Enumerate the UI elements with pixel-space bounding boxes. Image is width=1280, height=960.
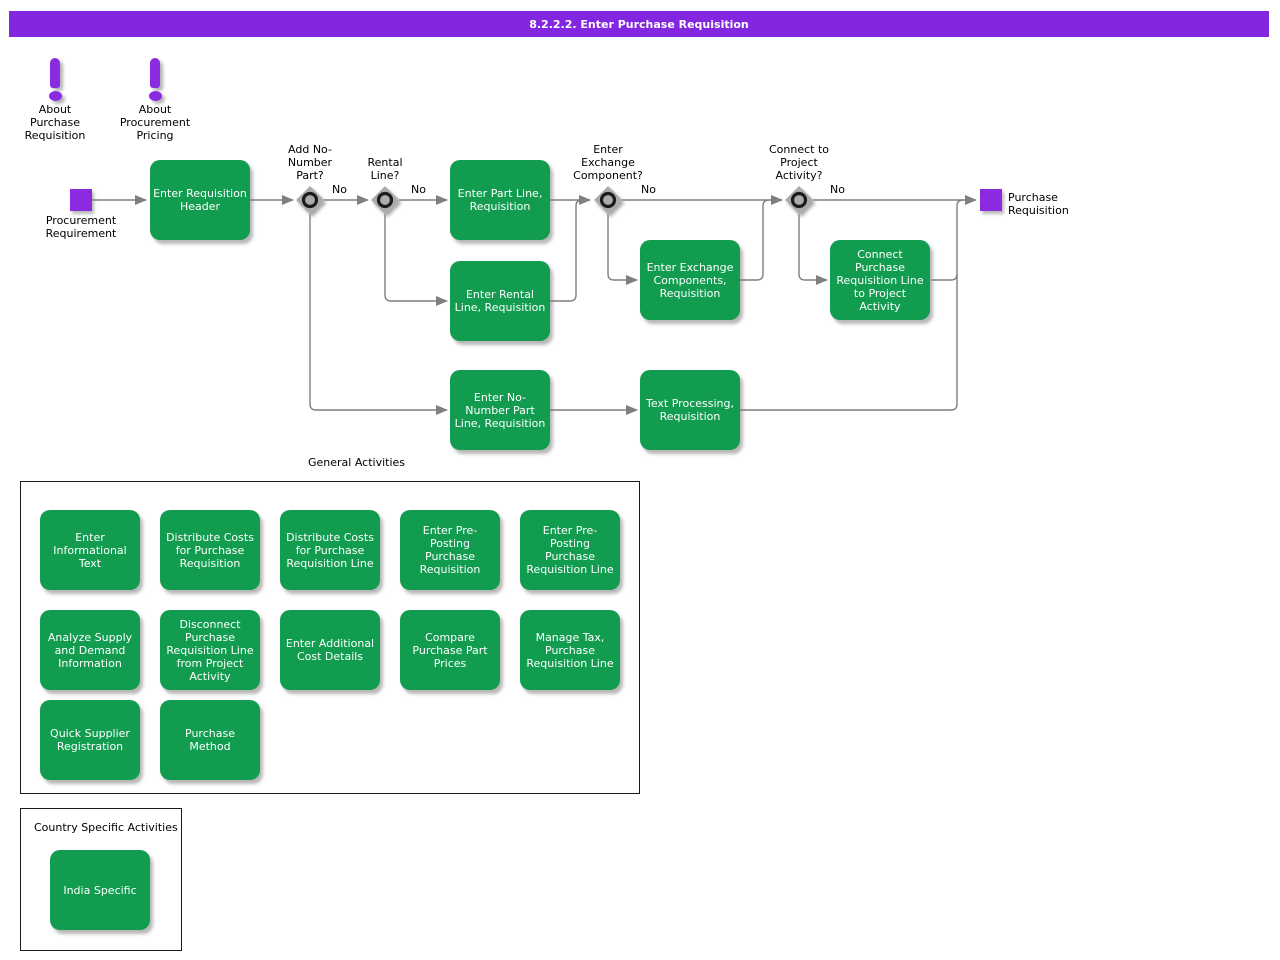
task-enter-additional-cost-details[interactable]: Enter Additional Cost Details bbox=[280, 610, 380, 690]
note-label: About Purchase Requisition bbox=[24, 103, 86, 142]
start-event-label: Procurement Requirement bbox=[45, 214, 117, 240]
task-disconnect-purchase-requisition-line-from-project-activity[interactable]: Disconnect Purchase Requisition Line fro… bbox=[160, 610, 260, 690]
decision-label-enter-exchange-component: Enter Exchange Component? bbox=[573, 143, 643, 182]
decision-gateway-enter-exchange-component bbox=[594, 186, 622, 214]
branch-label-no: No bbox=[641, 183, 656, 196]
note-label: About Procurement Pricing bbox=[119, 103, 191, 142]
task-distribute-costs-for-purchase-requisition[interactable]: Distribute Costs for Purchase Requisitio… bbox=[160, 510, 260, 590]
decision-label-connect-to-project-activity: Connect to Project Activity? bbox=[768, 143, 830, 182]
task-enter-part-line-requisition[interactable]: Enter Part Line, Requisition bbox=[450, 160, 550, 240]
decision-label-rental-line: Rental Line? bbox=[367, 156, 403, 182]
connector-d2-down-to-rental bbox=[384, 214, 448, 306]
task-connect-purchase-requisition-line-to-project-activity[interactable]: Connect Purchase Requisition Line to Pro… bbox=[830, 240, 930, 320]
exclamation-icon bbox=[48, 58, 62, 101]
country-specific-title: Country Specific Activities bbox=[34, 821, 178, 834]
task-india-specific[interactable]: India Specific bbox=[50, 850, 150, 930]
connector-d3-down-to-exchange bbox=[607, 214, 638, 285]
task-analyze-supply-and-demand-information[interactable]: Analyze Supply and Demand Information bbox=[40, 610, 140, 690]
task-enter-rental-line-requisition[interactable]: Enter Rental Line, Requisition bbox=[450, 261, 550, 341]
task-compare-purchase-part-prices[interactable]: Compare Purchase Part Prices bbox=[400, 610, 500, 690]
decision-gateway-connect-to-project-activity bbox=[785, 186, 813, 214]
task-enter-pre-posting-purchase-requisition-line[interactable]: Enter Pre- Posting Purchase Requisition … bbox=[520, 510, 620, 590]
task-enter-informational-text[interactable]: Enter Informational Text bbox=[40, 510, 140, 590]
branch-label-no: No bbox=[830, 183, 845, 196]
note-about-purchase-requisition[interactable]: About Purchase Requisition bbox=[0, 58, 110, 142]
decision-label-add-no-number-part: Add No- Number Part? bbox=[287, 143, 333, 182]
exclamation-icon bbox=[148, 58, 162, 101]
task-enter-pre-posting-purchase-requisition[interactable]: Enter Pre- Posting Purchase Requisition bbox=[400, 510, 500, 590]
connector-d1-down-to-nonumber bbox=[309, 214, 448, 415]
task-enter-requisition-header[interactable]: Enter Requisition Header bbox=[150, 160, 250, 240]
connector-rental-join bbox=[550, 199, 583, 302]
start-event-square bbox=[70, 189, 92, 211]
decision-gateway-add-no-number-part bbox=[296, 186, 324, 214]
connector-d4-down-to-connect bbox=[798, 214, 828, 285]
end-event-square bbox=[980, 189, 1002, 211]
task-quick-supplier-registration[interactable]: Quick Supplier Registration bbox=[40, 700, 140, 780]
decision-gateway-rental-line bbox=[371, 186, 399, 214]
note-about-procurement-pricing[interactable]: About Procurement Pricing bbox=[100, 58, 210, 142]
end-event-label: Purchase Requisition bbox=[1008, 191, 1069, 217]
branch-label-no: No bbox=[411, 183, 426, 196]
task-text-processing-requisition[interactable]: Text Processing, Requisition bbox=[640, 370, 740, 450]
branch-label-no: No bbox=[332, 183, 347, 196]
general-activities-title: General Activities bbox=[308, 456, 406, 469]
task-purchase-method[interactable]: Purchase Method bbox=[160, 700, 260, 780]
task-enter-no-number-part-line-requisition[interactable]: Enter No- Number Part Line, Requisition bbox=[450, 370, 550, 450]
page-title: 8.2.2.2. Enter Purchase Requisition bbox=[9, 11, 1269, 37]
connector-exchange-join bbox=[740, 199, 770, 281]
task-distribute-costs-for-purchase-requisition-line[interactable]: Distribute Costs for Purchase Requisitio… bbox=[280, 510, 380, 590]
task-enter-exchange-components-requisition[interactable]: Enter Exchange Components, Requisition bbox=[640, 240, 740, 320]
task-manage-tax-purchase-requisition-line[interactable]: Manage Tax, Purchase Requisition Line bbox=[520, 610, 620, 690]
connector-connect-join bbox=[931, 273, 958, 281]
